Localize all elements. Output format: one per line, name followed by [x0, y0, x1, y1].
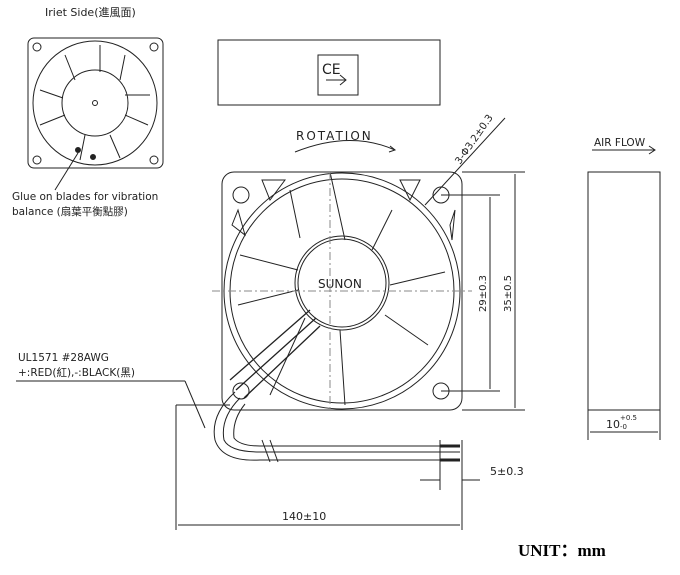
- label-box: CE: [217, 39, 441, 106]
- glue-note-line1: Glue on blades for vibration: [12, 191, 158, 203]
- inlet-side-view: Iriet Side(進風面) Glue on blades for vibra…: [12, 6, 164, 218]
- airflow-label: AIR FLOW: [594, 137, 646, 149]
- front-view: ROTATION 3-Φ3.2±0.3 SUNON 29±0.3 35±0.5: [212, 113, 525, 411]
- ce-mark: CE: [322, 62, 341, 78]
- holes-label: 3-Φ3.2±0.3: [453, 113, 495, 167]
- unit-label: UNIT：mm: [518, 541, 606, 560]
- dim-140: 140±10: [282, 510, 326, 523]
- side-view: AIR FLOW 10 +0.5 -0: [587, 137, 661, 440]
- dim-5: 5±0.3: [490, 465, 524, 478]
- glue-note-line2: balance (扇葉平衡點膠): [12, 205, 128, 218]
- wire: UL1571 #28AWG +:RED(紅),-:BLACK(黑) 5±0.3 …: [16, 352, 524, 530]
- dim-29: 29±0.3: [478, 275, 489, 312]
- dim-35: 35±0.5: [503, 275, 514, 312]
- inlet-title: Iriet Side(進風面): [45, 6, 136, 19]
- wire-colors: +:RED(紅),-:BLACK(黑): [18, 367, 135, 379]
- brand-label: SUNON: [318, 277, 362, 291]
- dim-10-tol-minus: -0: [620, 423, 627, 431]
- dim-10: 10: [606, 418, 620, 431]
- rotation-label: ROTATION: [296, 129, 373, 143]
- dim-10-tol-plus: +0.5: [620, 414, 637, 422]
- wire-spec: UL1571 #28AWG: [18, 352, 109, 364]
